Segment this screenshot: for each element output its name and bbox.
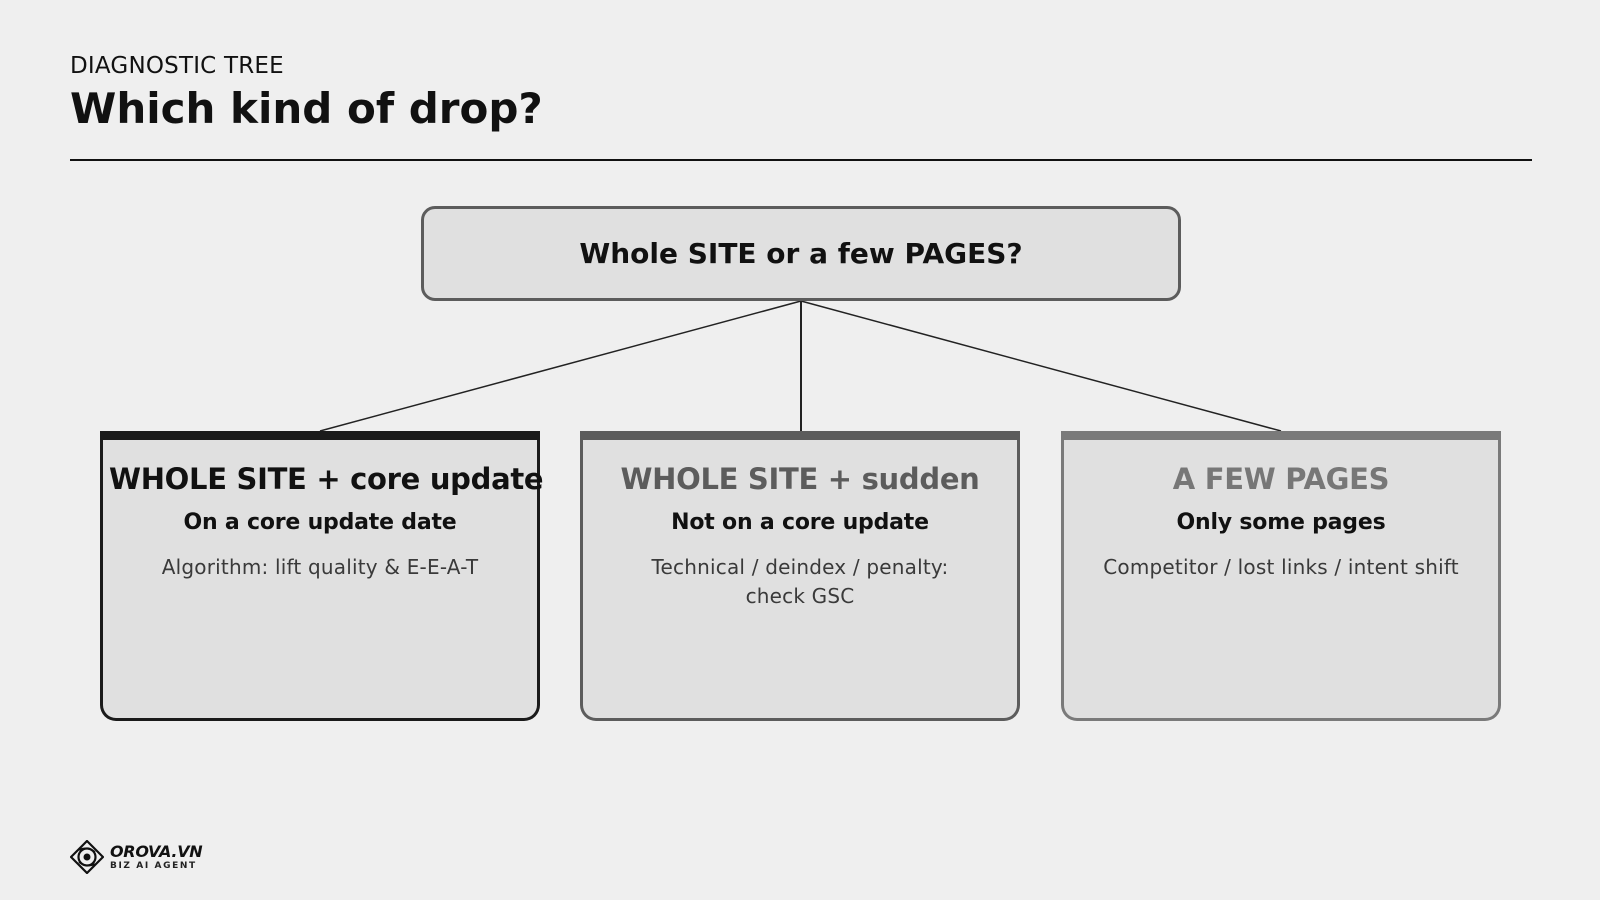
header-divider bbox=[70, 159, 1532, 161]
branch-card-whole-site-sudden: WHOLE SITE + sudden Not on a core update… bbox=[580, 431, 1020, 721]
brand-name: OROVA.VN bbox=[110, 841, 203, 861]
branch-description: Technical / deindex / penalty: check GSC bbox=[651, 555, 949, 608]
branch-condition: Not on a core update bbox=[671, 510, 929, 535]
branch-title: A FEW PAGES bbox=[1172, 462, 1390, 496]
branch-condition: On a core update date bbox=[183, 510, 457, 535]
orova-logo-icon bbox=[70, 840, 104, 874]
root-question-node: Whole SITE or a few PAGES? bbox=[421, 206, 1181, 301]
connector-right bbox=[800, 300, 1282, 432]
branch-condition: Only some pages bbox=[1176, 510, 1386, 535]
branch-title: WHOLE SITE + sudden bbox=[620, 462, 980, 496]
page-title: Which kind of drop? bbox=[70, 84, 543, 133]
connector-left bbox=[319, 300, 802, 432]
branch-card-a-few-pages: A FEW PAGES Only some pages Competitor /… bbox=[1061, 431, 1501, 721]
branch-title: WHOLE SITE + core update bbox=[109, 462, 544, 496]
branch-description: Competitor / lost links / intent shift bbox=[1103, 555, 1459, 579]
brand-tagline: BIZ AI AGENT bbox=[110, 860, 197, 871]
root-question-text: Whole SITE or a few PAGES? bbox=[579, 237, 1023, 270]
branch-card-whole-site-core-update: WHOLE SITE + core update On a core updat… bbox=[100, 431, 544, 721]
brand-logo: OROVA.VN BIZ AI AGENT bbox=[70, 840, 203, 874]
eyebrow-label: DIAGNOSTIC TREE bbox=[70, 53, 284, 79]
branch-description: Algorithm: lift quality & E-E-A-T bbox=[161, 555, 479, 579]
